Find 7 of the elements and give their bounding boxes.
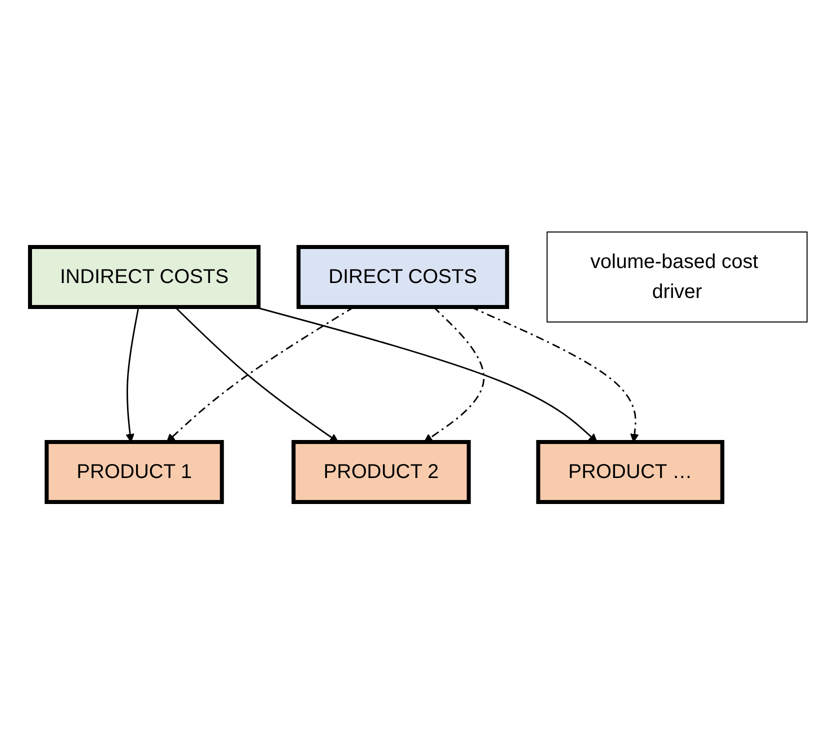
arrow (126, 306, 140, 442)
node-box: DIRECT COSTS (297, 244, 510, 308)
node-box: PRODUCT … (536, 440, 725, 504)
node-box: INDIRECT COSTS (28, 244, 261, 308)
node-box: PRODUCT 2 (292, 440, 472, 504)
node-box: volume-based cost driver (547, 231, 808, 322)
node-box: PRODUCT 1 (45, 440, 224, 504)
